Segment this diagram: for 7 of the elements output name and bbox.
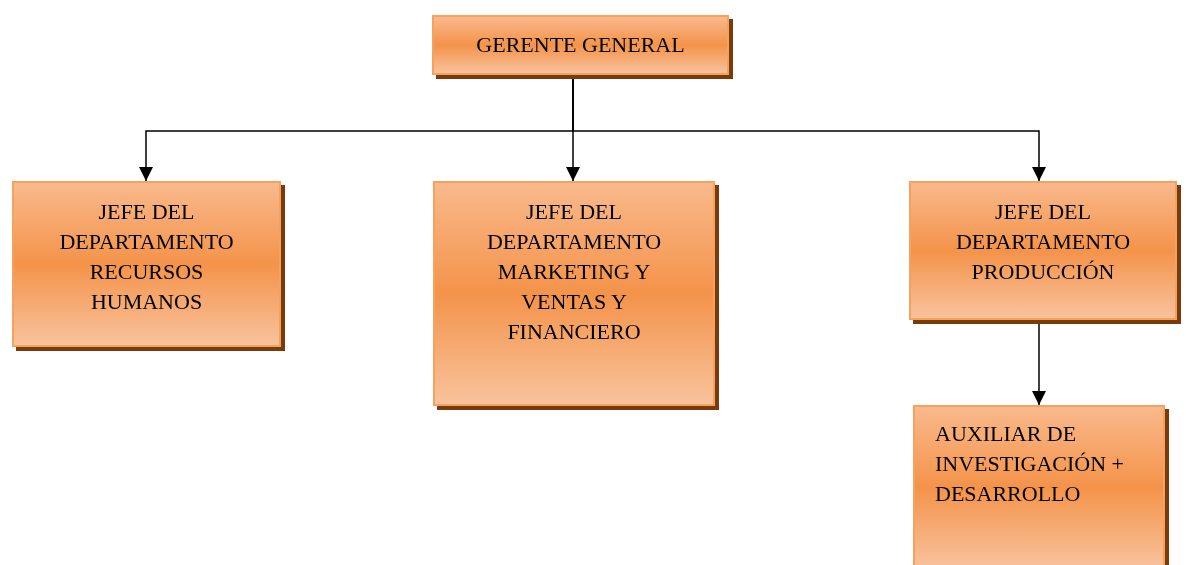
box-label: AUXILIAR DE INVESTIGACIÓN + DESARROLLO — [935, 420, 1125, 508]
box-label: JEFE DEL DEPARTAMENTO MARKETING Y VENTAS Y FINANCIERO — [485, 198, 663, 346]
box-label: GERENTE GENERAL — [475, 31, 686, 59]
box-label: JEFE DEL DEPARTAMENTO RECURSOS HUMANOS — [58, 198, 235, 316]
connector-arrow — [572, 78, 1046, 182]
box-label: JEFE DEL DEPARTAMENTO PRODUCCIÓN — [954, 198, 1132, 286]
connector-arrow — [1032, 321, 1046, 406]
